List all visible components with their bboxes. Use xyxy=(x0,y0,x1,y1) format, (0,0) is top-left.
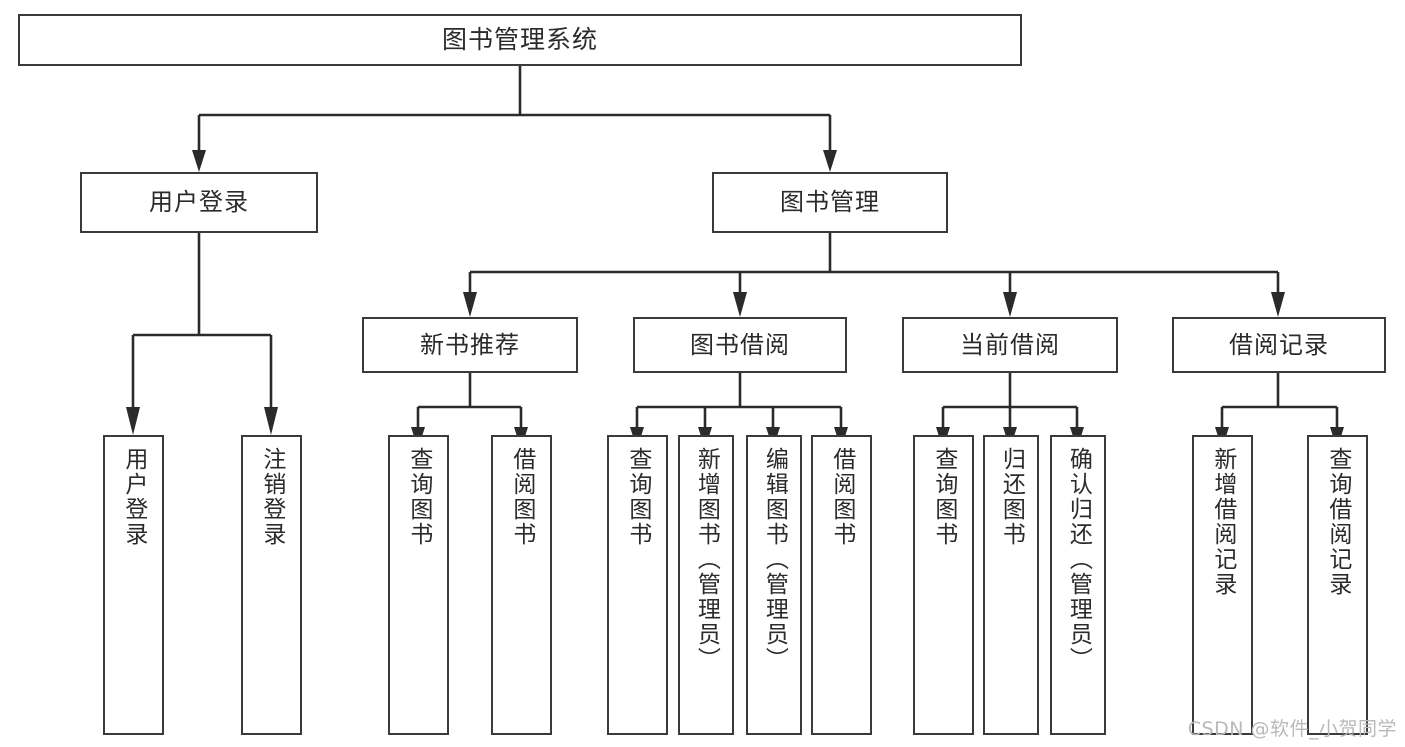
leaf-user-login-logout[interactable]: 注销登录 xyxy=(241,435,302,735)
leaf-borrow-query-book[interactable]: 查询图书 xyxy=(607,435,668,735)
node-book-management-label: 图书管理 xyxy=(780,188,880,217)
leaf-label: 确认归还（管理员） xyxy=(1065,447,1092,672)
node-book-borrow[interactable]: 图书借阅 xyxy=(633,317,847,373)
leaf-borrow-add-book[interactable]: 新增图书（管理员） xyxy=(678,435,734,735)
arrow-user-login xyxy=(192,150,206,172)
node-borrow-record-label: 借阅记录 xyxy=(1229,330,1329,359)
leaf-label: 注销登录 xyxy=(258,447,285,547)
leaf-label: 借阅图书 xyxy=(828,447,855,547)
node-current-borrow[interactable]: 当前借阅 xyxy=(902,317,1118,373)
arrow-bookborrow xyxy=(733,292,747,317)
leaf-label: 查询图书 xyxy=(405,447,432,547)
leaf-current-query-book[interactable]: 查询图书 xyxy=(913,435,974,735)
leaf-label: 查询图书 xyxy=(624,447,651,547)
arrow-leaf-ul1 xyxy=(126,407,140,435)
arrow-newbook xyxy=(463,292,477,317)
node-root[interactable]: 图书管理系统 xyxy=(18,14,1022,66)
arrow-borrowrecord xyxy=(1271,292,1285,317)
leaf-label: 新增图书（管理员） xyxy=(693,447,720,672)
leaf-label: 查询图书 xyxy=(930,447,957,547)
arrow-leaf-ul2 xyxy=(264,407,278,435)
leaf-user-login-login[interactable]: 用户登录 xyxy=(103,435,164,735)
node-book-management[interactable]: 图书管理 xyxy=(712,172,948,233)
leaf-new-book-query[interactable]: 查询图书 xyxy=(388,435,449,735)
leaf-current-return-book[interactable]: 归还图书 xyxy=(983,435,1039,735)
leaf-label: 用户登录 xyxy=(120,447,147,547)
leaf-label: 新增借阅记录 xyxy=(1209,447,1236,597)
arrow-book-mgmt xyxy=(823,150,837,172)
leaf-record-query[interactable]: 查询借阅记录 xyxy=(1307,435,1368,735)
leaf-borrow-borrow-book[interactable]: 借阅图书 xyxy=(811,435,872,735)
leaf-current-confirm-return[interactable]: 确认归还（管理员） xyxy=(1050,435,1106,735)
node-root-label: 图书管理系统 xyxy=(441,25,598,54)
node-borrow-record[interactable]: 借阅记录 xyxy=(1172,317,1386,373)
leaf-new-book-borrow[interactable]: 借阅图书 xyxy=(491,435,552,735)
leaf-borrow-edit-book[interactable]: 编辑图书（管理员） xyxy=(746,435,802,735)
node-user-login-label: 用户登录 xyxy=(149,188,249,217)
arrow-currentborrow xyxy=(1003,292,1017,317)
leaf-label: 借阅图书 xyxy=(508,447,535,547)
node-new-book-recommend[interactable]: 新书推荐 xyxy=(362,317,578,373)
node-user-login[interactable]: 用户登录 xyxy=(80,172,318,233)
node-current-borrow-label: 当前借阅 xyxy=(960,330,1060,359)
watermark-text: CSDN @软件_小贺同学 xyxy=(1187,718,1397,740)
leaf-label: 编辑图书（管理员） xyxy=(761,447,788,672)
leaf-record-add[interactable]: 新增借阅记录 xyxy=(1192,435,1253,735)
node-new-book-recommend-label: 新书推荐 xyxy=(420,330,520,359)
leaf-label: 查询借阅记录 xyxy=(1324,447,1351,597)
node-book-borrow-label: 图书借阅 xyxy=(690,330,790,359)
leaf-label: 归还图书 xyxy=(998,447,1025,547)
